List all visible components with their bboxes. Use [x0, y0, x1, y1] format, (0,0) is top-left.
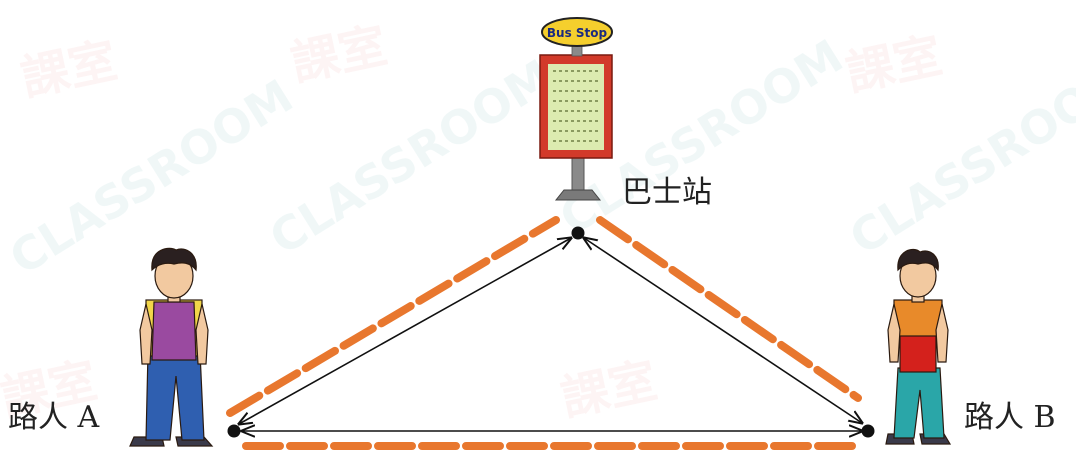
person-a-label: 路人 A [8, 400, 100, 435]
timetable-dot [571, 100, 574, 102]
timetable-dot [583, 110, 586, 112]
person-a-arm [139, 303, 153, 365]
timetable-dot [571, 140, 574, 142]
timetable-dot [559, 140, 562, 142]
timetable-dot [589, 70, 592, 72]
path-left [226, 216, 560, 417]
person-a-arm [195, 303, 209, 365]
timetable-dot [595, 70, 598, 72]
timetable-dot [589, 110, 592, 112]
timetable-dot [559, 130, 562, 132]
timetable-dot [571, 80, 574, 82]
timetable-dot [553, 90, 556, 92]
timetable-dot [583, 80, 586, 82]
timetable-dot [553, 80, 556, 82]
bus-stop-sign [541, 17, 613, 47]
person-a-figure [129, 247, 214, 447]
timetable-dot [577, 70, 580, 72]
timetable-dot [595, 130, 598, 132]
person-a-hair [151, 247, 197, 272]
person-a-vest [151, 301, 197, 361]
timetable-dot [571, 130, 574, 132]
person-b-pants [893, 367, 945, 439]
point-a [227, 424, 241, 438]
timetable-dot [553, 100, 556, 102]
bus-stop-timetable [548, 64, 604, 150]
timetable-dot [577, 130, 580, 132]
timetable-dot [565, 90, 568, 92]
person-b-arm [935, 303, 949, 363]
timetable-dot [589, 140, 592, 142]
timetable-dot [595, 140, 598, 142]
timetable-dots [553, 70, 598, 142]
timetable-dot [589, 130, 592, 132]
person-b-arm [887, 303, 901, 363]
timetable-dot [577, 80, 580, 82]
timetable-dot [553, 120, 556, 122]
person-b-apron [899, 335, 937, 373]
timetable-dot [553, 70, 556, 72]
timetable-dot [565, 130, 568, 132]
timetable-dot [577, 90, 580, 92]
timetable-dot [583, 70, 586, 72]
timetable-dot [583, 100, 586, 102]
bus-stop-sign-text: Bus Stop [547, 26, 608, 40]
person-b-label: 路人 B [964, 400, 1056, 435]
timetable-dot [583, 120, 586, 122]
timetable-dot [595, 100, 598, 102]
bus-stop-label: 巴士站 [622, 175, 712, 210]
timetable-dot [571, 90, 574, 92]
timetable-dot [577, 140, 580, 142]
timetable-dot [565, 120, 568, 122]
person-b-figure [885, 248, 952, 445]
timetable-dot [583, 130, 586, 132]
timetable-dot [565, 80, 568, 82]
timetable-dot [559, 100, 562, 102]
bus-stop-base [554, 189, 602, 201]
timetable-dot [595, 80, 598, 82]
timetable-dot [571, 70, 574, 72]
timetable-dot [595, 120, 598, 122]
timetable-dot [577, 100, 580, 102]
timetable-dot [577, 120, 580, 122]
timetable-dot [559, 70, 562, 72]
arrow-a-to-stop [239, 238, 571, 424]
timetable-dot [553, 130, 556, 132]
timetable-dot [559, 90, 562, 92]
timetable-dot [577, 110, 580, 112]
timetable-dot [559, 80, 562, 82]
person-a-pants [145, 351, 205, 441]
timetable-dot [559, 110, 562, 112]
timetable-dot [595, 90, 598, 92]
timetable-dot [565, 70, 568, 72]
timetable-dot [589, 80, 592, 82]
point-b [861, 424, 875, 438]
bus-stop: Bus Stop [539, 17, 613, 201]
arrow-stop-to-b [584, 238, 862, 423]
timetable-dot [565, 110, 568, 112]
timetable-dot [583, 90, 586, 92]
timetable-dot [565, 100, 568, 102]
timetable-dot [589, 90, 592, 92]
timetable-dot [571, 120, 574, 122]
timetable-dot [583, 140, 586, 142]
timetable-dot [589, 100, 592, 102]
timetable-dot [595, 110, 598, 112]
timetable-dot [553, 140, 556, 142]
person-b-hair [897, 248, 939, 272]
route-arrows [239, 238, 862, 431]
timetable-dot [571, 110, 574, 112]
bus-stop-post [571, 157, 585, 193]
person-b-shirt [893, 299, 943, 339]
path-right [596, 216, 862, 402]
timetable-dot [565, 140, 568, 142]
timetable-dot [553, 110, 556, 112]
timetable-dot [589, 120, 592, 122]
timetable-dot [559, 120, 562, 122]
point-bus-stop [571, 226, 585, 240]
